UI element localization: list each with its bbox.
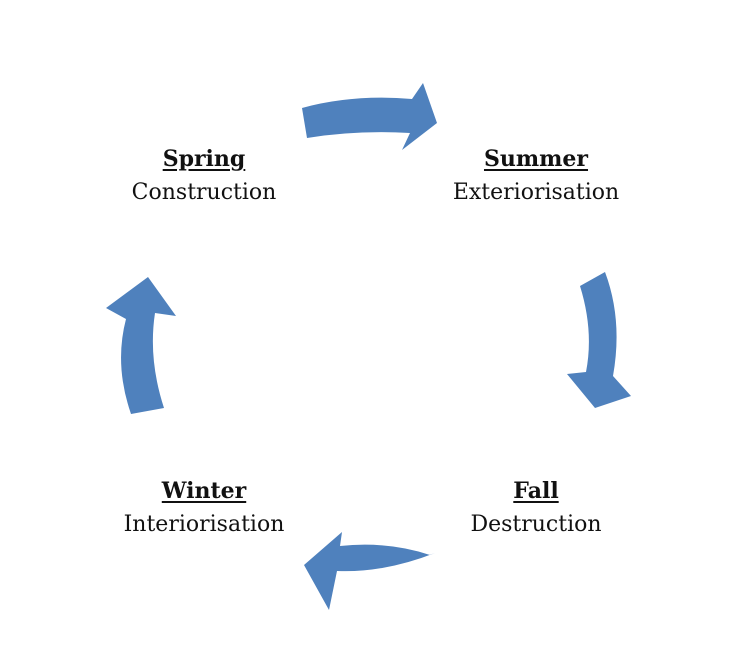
arrow-summer-to-fall-icon xyxy=(567,272,631,408)
season-spring: Spring Construction xyxy=(84,144,324,212)
season-name-summer: Summer xyxy=(483,146,589,172)
season-name-fall: Fall xyxy=(513,478,559,504)
season-phase-spring: Construction xyxy=(131,180,277,205)
season-phase-summer: Exteriorisation xyxy=(452,180,620,205)
arrow-spring-to-summer-icon xyxy=(302,83,437,150)
season-phase-winter: Interiorisation xyxy=(123,512,285,537)
season-phase-fall: Destruction xyxy=(470,512,602,537)
season-fall: Fall Destruction xyxy=(416,476,656,544)
season-name-spring: Spring xyxy=(162,146,246,172)
season-winter: Winter Interiorisation xyxy=(84,476,324,544)
arrow-fall-to-winter-icon xyxy=(304,532,435,610)
season-summer: Summer Exteriorisation xyxy=(416,144,656,212)
arrow-winter-to-spring-icon xyxy=(106,277,176,414)
season-name-winter: Winter xyxy=(161,478,247,504)
